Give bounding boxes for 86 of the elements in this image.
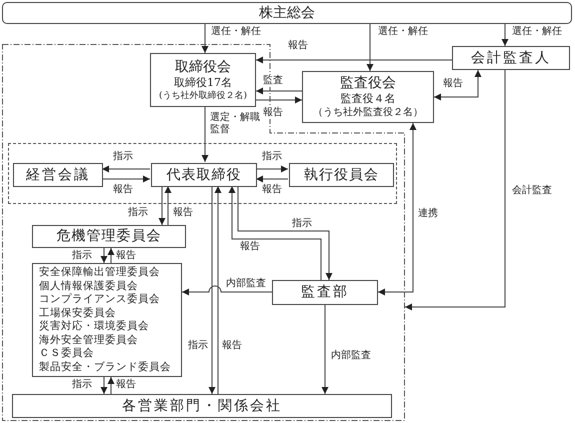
connector-arrow (322, 304, 328, 394)
node-label: （うち社外監査役２名） (313, 106, 423, 119)
connector-arrow (228, 186, 322, 280)
connector-arrow (256, 88, 302, 94)
node-label: 各営業部門・関係会社 (122, 398, 282, 414)
connector-arrow (256, 166, 288, 172)
edge-label: 選任・解任 (512, 26, 562, 38)
edge-label: 指示 (188, 340, 208, 352)
committee-list-box (32, 263, 182, 377)
connector-arrow (238, 186, 332, 280)
connector-arrow (100, 376, 108, 394)
edge-label: 監査 (263, 75, 283, 87)
node-label: コンプライアンス委員会 (39, 293, 160, 306)
edge-label: 報告 (173, 207, 193, 219)
edge-label: 内部監査 (226, 278, 266, 290)
node-label: 監査役会 (340, 75, 396, 92)
connector-arrow (208, 186, 216, 394)
node-label: 執行役員会 (304, 166, 379, 184)
edge-label: 指示 (262, 151, 282, 163)
connector-arrow (256, 176, 288, 182)
node-label: ＣＳ委員会 (39, 347, 94, 360)
connector-arrow (164, 186, 172, 226)
node-label: 個人情報保護委員会 (39, 280, 138, 293)
edge-label: 会計監査 (512, 185, 552, 197)
connector-arrow (214, 186, 222, 394)
connector-arrow (434, 70, 482, 100)
org-box (13, 163, 103, 187)
edge-label: 内部監査 (331, 350, 371, 362)
org-box (150, 53, 256, 107)
node-label: 会計監査人 (471, 50, 551, 66)
connector-arrow (108, 376, 114, 394)
connector-arrow (256, 96, 302, 104)
org-box (151, 163, 257, 187)
edge-label: 報告 (240, 241, 260, 253)
group-frame (8, 143, 397, 204)
node-label: 海外安全管理委員会 (39, 334, 138, 347)
connector-arrow (378, 122, 416, 296)
node-label: 取締役会 (175, 58, 231, 76)
node-label: 製品安全・ブランド委員会 (39, 360, 171, 374)
node-label: 監査部 (301, 284, 349, 301)
connector-arrow (256, 56, 452, 64)
org-box (12, 394, 392, 418)
org-box (32, 225, 186, 248)
edge-label: 報告 (116, 250, 136, 262)
edge-label: 報告 (443, 78, 463, 90)
node-label: 経営会議 (26, 166, 90, 184)
node-label: 代表取締役 (166, 166, 242, 184)
edge-label: 指示 (292, 218, 312, 230)
edge-label: 報告 (116, 379, 136, 391)
connector-arrow (102, 176, 150, 182)
edge-label: 指示 (113, 151, 133, 163)
connector-arrow (182, 286, 272, 296)
org-box (272, 280, 378, 305)
node-label: 工場保安委員会 (39, 306, 116, 320)
connector-arrow (100, 248, 108, 264)
connector-arrow (202, 106, 208, 162)
connector-arrow (404, 70, 506, 310)
node-label: 安全保障輸出管理委員会 (39, 266, 160, 280)
node-label: 危機管理委員会 (56, 228, 162, 245)
edge-label: 選定・解職監督 (210, 112, 261, 136)
edge-label: 選任・解任 (211, 26, 261, 38)
node-label: 取締役17名 (174, 76, 232, 90)
node-label: (うち社外取締役２名) (158, 90, 248, 102)
org-box (289, 163, 394, 187)
connector-arrow (202, 24, 208, 54)
edge-label: 連携 (418, 208, 438, 220)
edge-label: 報告 (222, 340, 242, 352)
edge-label: 指示 (72, 379, 92, 391)
node-label: 監査役４名 (340, 92, 396, 106)
connector-arrow (502, 24, 508, 46)
org-box (302, 71, 434, 123)
edge-label: 報告 (263, 107, 283, 119)
edge-label: 選任・解任 (378, 26, 428, 38)
connector-arrow (158, 186, 166, 226)
org-box (452, 46, 570, 70)
edge-label: 指示 (128, 207, 148, 219)
edge-label: 報告 (113, 184, 133, 196)
connector-arrow (102, 166, 150, 172)
edge-label: 報告 (288, 40, 308, 52)
meeting-bar (2, 2, 572, 24)
node-label: 株主総会 (259, 4, 315, 22)
edge-label: 報告 (262, 184, 282, 196)
connector-arrow (366, 24, 374, 72)
connector-arrow (108, 248, 114, 264)
node-label: 災害対応・環境委員会 (39, 320, 149, 334)
edge-label: 指示 (72, 250, 92, 262)
